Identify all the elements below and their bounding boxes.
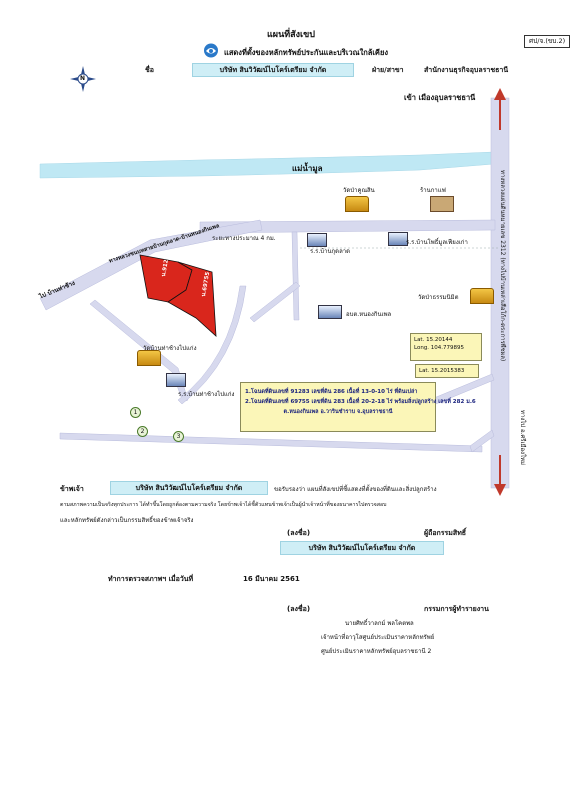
temple-tachang-label: วัดบ้านท่าช้างไปแก่ง <box>143 345 197 352</box>
owner-label: ผู้ถือกรรมสิทธิ์ <box>424 529 467 537</box>
school-phonpho-label: ร.ร.บ้านโพธิ์มูลเฟียงเก่า <box>406 239 468 246</box>
plot-69755-shape <box>167 261 217 337</box>
marker-2: 2 <box>137 426 148 437</box>
sign-label-owner: (ลงชื่อ) <box>287 529 311 537</box>
right-lower-label: ทางไป อ.ศรีเมืองใหม่ <box>519 410 526 465</box>
road-bottom-horizontal <box>59 432 483 453</box>
school-kutlat-label: ร.ร.บ้านกุดลาด <box>310 248 351 255</box>
info-line-3: ต.หนองกินเพล อ.วารินชำราบ จ.อุบลราชธานี <box>283 409 393 415</box>
officer-position-1: เจ้าหน้าที่อาวุโสศูนย์ประเมินราคาหลักทรั… <box>321 634 435 641</box>
officer-label: กรรมการผู้ทำรายงาน <box>424 605 489 613</box>
north-label: N <box>80 75 86 82</box>
statement-line-1: ขอรับรองว่า แผนที่สังเขปที่ชี้แสดงที่ตั้… <box>274 486 437 493</box>
page-subtitle: แสดงที่ตั้งของหลักทรัพย์ประกันและบริเวณใ… <box>224 48 389 57</box>
plot-info-box: 1.โฉนดที่ดินเลขที่ 91283 เลขที่ดิน 286 เ… <box>240 382 476 432</box>
arrow-north-head <box>494 88 506 100</box>
temple-tachang-icon <box>137 350 161 366</box>
statement-line-3: และหลักทรัพย์ดังกล่าวเป็นกรรมสิทธิ์ของข้… <box>60 517 194 524</box>
river-shape <box>39 151 495 179</box>
road-curve-left <box>177 285 247 405</box>
coord-box-2: Lat. 15.2015383 <box>415 364 479 378</box>
form-code-badge: ศป/จ.(ขบ.2) <box>524 35 571 48</box>
officer-name: นายศิทธิ์วาลกม์ พลโคตพล <box>345 620 414 627</box>
office-label: อบต.หนองกินเพล <box>346 311 392 318</box>
road-horizontal-main <box>199 219 496 234</box>
sign-label-officer: (ลงชื่อ) <box>287 605 311 613</box>
branch-value: สำนักงานธุรกิจอุบลราชธานี <box>424 66 509 74</box>
school-phonpho-icon <box>388 232 408 246</box>
temple-pasan-icon <box>345 196 369 212</box>
owner-name-field: บริษัท สินวิวัฒน์ไบโคร์เตรียม จำกัด <box>280 541 444 555</box>
office-icon <box>318 305 342 319</box>
river-label: แม่น้ำมูล <box>292 164 323 173</box>
school-tachang-icon <box>166 373 186 387</box>
shop-icon <box>430 196 454 212</box>
bank-logo-icon <box>203 43 219 58</box>
page-title: แผนที่สังเขป <box>267 30 315 40</box>
marker-1: 1 <box>130 407 141 418</box>
inspection-date-label: ทำการตรวจสภาพฯ เมื่อวันที่ <box>108 575 194 583</box>
distance-note: ระยะทางประมาณ 4 กม. <box>212 235 276 242</box>
road-school-vertical <box>291 231 300 321</box>
info-line-1: 1.โฉนดที่ดินเลขที่ 91283 เลขที่ดิน 286 เ… <box>245 389 418 395</box>
road-to-highway-bottom <box>469 429 495 453</box>
highway-right-label-wrap: ทางหลวงแผ่นดินหมายเลข 2312 (ทางไปบ้านเหล… <box>495 170 511 450</box>
road-diagonal-main <box>39 219 263 311</box>
inspection-date-value: 16 มีนาคม 2561 <box>243 575 300 583</box>
company-name-field: บริษัท สินวิวัฒน์ไบโคร์เตรียม จำกัด <box>192 63 354 77</box>
north-compass-icon <box>70 66 96 92</box>
temple-wanomit-label: วัดป่าธรรมนิมิต <box>418 294 459 301</box>
school-tachang-label: ร.ร.บ้านท่าช้างไปแก่ง <box>178 391 235 398</box>
marker-3: 3 <box>173 431 184 442</box>
statement-line-2: ตามสภาพความเป็นจริงทุกประการ ได้ทำขึ้นโด… <box>60 502 387 508</box>
name-label: ชื่อ <box>145 66 154 74</box>
officer-position-2: ศูนย์ประเมินราคาหลักทรัพย์อุบลราชธานี 2 <box>321 648 432 655</box>
coord-lat-2: Lat. 15.2015383 <box>419 368 465 374</box>
arrow-south-head <box>494 484 506 496</box>
requester-name-field: บริษัท สินวิวัฒน์ไบโคร์เตรียม จำกัด <box>110 481 268 495</box>
road-inner-diagonal <box>249 281 301 323</box>
highway-right-label: ทางหลวงแผ่นดินหมายเลข 2312 (ทางไปบ้านเหล… <box>499 170 506 362</box>
school-kutlat-icon <box>307 233 327 247</box>
shop-label: ร้านกาแฟ <box>420 187 446 194</box>
branch-label: ฝ่าย/สาขา <box>372 66 404 74</box>
info-line-2: 2.โฉนดที่ดินเลขที่ 69755 เลขที่ดิน 283 เ… <box>245 399 476 405</box>
temple-pasan-label: วัดป่าคูณสิน <box>343 187 375 194</box>
coord-long-1: Long. 104.779895 <box>414 345 465 351</box>
requester-label: ข้าพเจ้า <box>60 485 84 493</box>
temple-wanomit-icon <box>470 288 494 304</box>
coord-lat-1: Lat. 15.20144 <box>414 337 453 343</box>
right-lower-label-wrap: ทางไป อ.ศรีเมืองใหม่ <box>517 410 531 470</box>
coord-box-1: Lat. 15.20144 Long. 104.779895 <box>410 333 482 361</box>
to-city-label: เข้า เมืองอุบลราชธานี <box>404 93 476 102</box>
